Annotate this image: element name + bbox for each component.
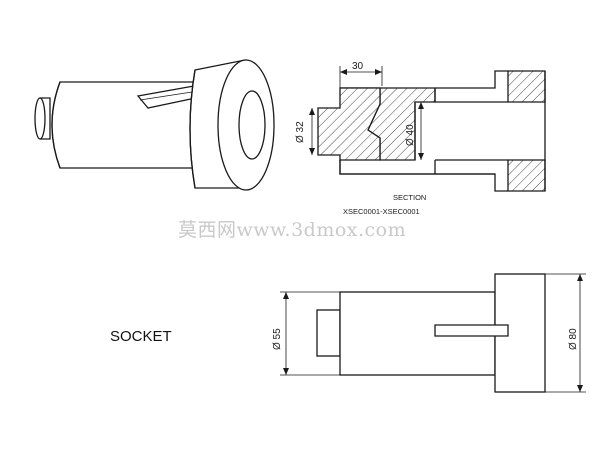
dim-dia-40-label: Ø 40 <box>405 124 416 146</box>
dim-30-label: 30 <box>352 61 364 72</box>
dim-dia-32: Ø 32 <box>295 108 315 155</box>
dim-dia-55: Ø 55 <box>272 291 340 376</box>
section-hatch-flange-bottom <box>507 159 546 192</box>
iso-small-pin <box>34 97 51 140</box>
dim-dia-32-label: Ø 32 <box>295 121 306 143</box>
section-view: 30 Ø 32 Ø 40 SECTION XSEC0001-XSEC0001 <box>295 61 546 216</box>
dim-dia-55-label: Ø 55 <box>272 328 283 350</box>
iso-flange <box>189 59 275 191</box>
dim-dia-80: Ø 80 <box>545 273 586 393</box>
dim-30: 30 <box>339 61 383 88</box>
dim-dia-40: Ø 40 <box>405 102 424 160</box>
front-view: Ø 55 Ø 80 <box>272 273 586 393</box>
dim-dia-80-label: Ø 80 <box>568 328 579 350</box>
isometric-view <box>34 59 275 191</box>
section-label: SECTION <box>393 193 426 202</box>
watermark-text: 莫西网www.3dmox.com <box>178 219 406 241</box>
front-key-slot <box>434 324 509 337</box>
section-hatch-bore <box>317 87 381 161</box>
drawing-title: SOCKET <box>110 328 172 345</box>
front-small-pin <box>316 309 341 357</box>
section-id-label: XSEC0001-XSEC0001 <box>343 207 420 216</box>
section-hatch-flange-top <box>507 70 546 103</box>
